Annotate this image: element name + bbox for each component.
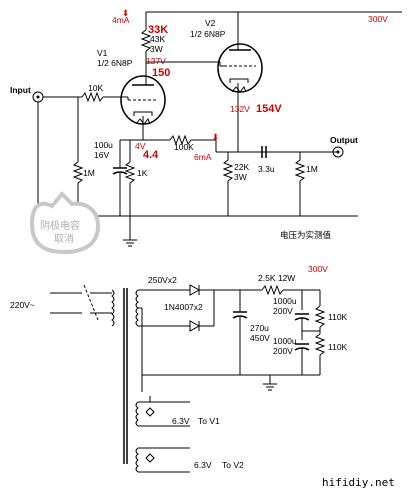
cathode-voltage-v2-big: 154V <box>256 103 282 115</box>
resistor-bleeder-2 <box>314 333 326 356</box>
resistor-output <box>294 159 306 182</box>
amplifier-labels: 4mA ⬇ 33K 43K 3W V1 1/2 6N8P 127V 150 V2… <box>10 8 388 240</box>
heater-winding-2 <box>135 447 139 473</box>
hv-top-label: 300V <box>368 14 388 24</box>
power-supply <box>50 284 326 473</box>
resistor-cathode-v2 <box>222 159 234 182</box>
svg-text:⬇: ⬇ <box>212 132 219 142</box>
output-label: Output <box>330 135 358 145</box>
svg-text:6.3V: 6.3V <box>172 416 190 426</box>
svg-text:1K: 1K <box>137 168 148 178</box>
resistor-psu <box>261 284 284 296</box>
svg-text:1/2 6N8P: 1/2 6N8P <box>97 58 133 68</box>
svg-text:To V2: To V2 <box>222 460 244 470</box>
svg-text:200V: 200V <box>273 306 293 316</box>
tube-v2 <box>217 43 263 93</box>
svg-text:250Vx2: 250Vx2 <box>148 275 177 285</box>
svg-text:1M: 1M <box>83 168 95 178</box>
measured-load-v1: 33K <box>148 24 168 36</box>
svg-text:To V1: To V1 <box>198 416 220 426</box>
psu-hv-label: 300V <box>308 264 328 274</box>
svg-text:1000u: 1000u <box>273 296 297 306</box>
output-jack <box>332 146 344 158</box>
resistor-input <box>81 91 104 103</box>
svg-text:1000u: 1000u <box>273 336 297 346</box>
svg-text:V1: V1 <box>97 48 108 58</box>
cathode-voltage-v1-big: 4.4 <box>143 149 159 161</box>
svg-text:1/2 6N8P: 1/2 6N8P <box>190 29 226 39</box>
resistor-feedback <box>169 134 192 146</box>
svg-text:3.3u: 3.3u <box>258 164 275 174</box>
stamp-line2: 取消 <box>54 232 74 245</box>
diode-1 <box>189 284 201 296</box>
transformer <box>111 289 115 327</box>
plate-voltage-v1-big: 150 <box>152 67 170 79</box>
svg-text:1N4007x2: 1N4007x2 <box>164 302 203 312</box>
svg-text:1M: 1M <box>306 164 318 174</box>
mains-label: 220V~ <box>10 300 35 310</box>
diode-2 <box>189 320 201 332</box>
current-v2: 6mA <box>194 152 212 162</box>
heater-winding-1 <box>135 401 139 427</box>
svg-text:43K: 43K <box>150 34 165 44</box>
measurement-note: 电压为实测值 <box>280 230 332 240</box>
svg-text:3W: 3W <box>234 172 247 182</box>
cathode-voltage-v1: 4V <box>135 141 146 151</box>
stamp: 阴极电容 取消 <box>29 191 101 255</box>
svg-text:100u: 100u <box>94 140 113 150</box>
plate-voltage-v1: 127V <box>146 56 166 66</box>
resistor-bleeder-1 <box>314 305 326 328</box>
svg-text:100K: 100K <box>174 142 194 152</box>
tube-v1 <box>120 75 166 125</box>
resistor-cathode-v1 <box>124 161 136 184</box>
current-v1: 4mA <box>112 15 130 25</box>
svg-text:2.5K 12W: 2.5K 12W <box>258 273 295 283</box>
svg-text:10K: 10K <box>88 83 103 93</box>
watermark: hifidiy.net <box>322 476 395 489</box>
svg-text:⬇: ⬇ <box>122 8 129 18</box>
svg-text:22K: 22K <box>234 162 249 172</box>
svg-text:110K: 110K <box>328 312 348 322</box>
resistor-load-v1 <box>140 29 152 52</box>
svg-text:V2: V2 <box>205 18 216 28</box>
svg-text:200V: 200V <box>273 346 293 356</box>
cathode-voltage-v2: 132V <box>230 104 250 114</box>
stamp-line1: 阴极电容 <box>40 219 80 232</box>
svg-text:110K: 110K <box>328 342 348 352</box>
power-supply-labels: 220V~ 250Vx2 1N4007x2 270u 450V 2.5K 12W… <box>10 264 395 489</box>
ground-symbol <box>123 239 137 247</box>
resistor-grid-leak <box>72 161 84 184</box>
svg-text:450V: 450V <box>250 333 270 343</box>
svg-text:3W: 3W <box>150 44 163 54</box>
input-label: Input <box>10 85 31 95</box>
power-switch <box>83 284 99 321</box>
svg-text:270u: 270u <box>250 323 269 333</box>
svg-text:16V: 16V <box>94 150 109 160</box>
svg-text:6.3V: 6.3V <box>194 460 212 470</box>
